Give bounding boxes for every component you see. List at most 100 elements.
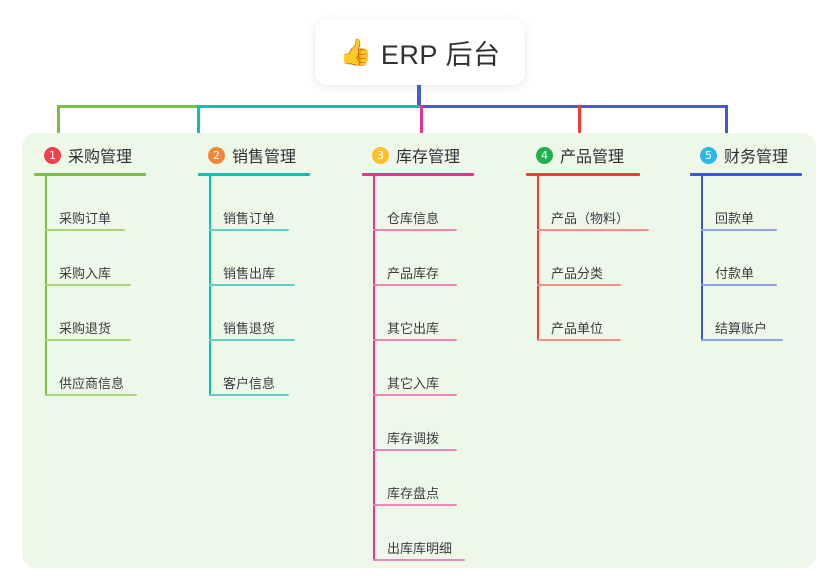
branch-item-rule xyxy=(373,559,465,561)
branch-item[interactable]: 其它入库 xyxy=(373,341,474,396)
branch-item-label: 供应商信息 xyxy=(59,376,125,391)
branch-items-finance: 回款单付款单结算账户 xyxy=(701,176,802,341)
branch-item-rule xyxy=(209,284,295,286)
branch-item-label: 产品单位 xyxy=(551,321,604,336)
branch-item[interactable]: 库存盘点 xyxy=(373,451,474,506)
branch-index-badge: 1 xyxy=(44,146,61,164)
thumbs-up-icon: 👍 xyxy=(339,37,372,67)
branch-spine xyxy=(701,176,703,341)
drop-purchase xyxy=(57,105,60,143)
branch-item[interactable]: 付款单 xyxy=(701,231,802,286)
drop-sales xyxy=(197,105,200,143)
branch-index-badge: 3 xyxy=(372,146,389,164)
drop-inventory xyxy=(420,105,423,143)
branch-items-inventory: 仓库信息产品库存其它出库其它入库库存调拨库存盘点出库库明细 xyxy=(373,176,474,561)
branch-item-label: 其它出库 xyxy=(387,321,440,336)
branch-item-rule xyxy=(373,504,457,506)
trunk-connector xyxy=(417,85,421,107)
branch-item-label: 销售出库 xyxy=(223,266,276,281)
branch-column-finance: 5 财务管理回款单付款单结算账户 xyxy=(690,142,802,341)
branch-index-badge: 2 xyxy=(208,146,225,164)
bus-green xyxy=(57,105,197,108)
branch-item[interactable]: 采购订单 xyxy=(45,176,146,231)
branch-item[interactable]: 产品单位 xyxy=(537,286,640,341)
branch-item-label: 付款单 xyxy=(715,266,755,281)
branch-item-label: 产品（物料） xyxy=(551,211,630,226)
branch-column-inventory: 3 库存管理仓库信息产品库存其它出库其它入库库存调拨库存盘点出库库明细 xyxy=(362,142,474,561)
branch-header-inventory[interactable]: 3 库存管理 xyxy=(362,142,474,168)
branch-item[interactable]: 产品库存 xyxy=(373,231,474,286)
drop-product xyxy=(578,105,581,143)
root-node-content: 👍 ERP 后台 xyxy=(340,33,501,72)
branch-items-sales: 销售订单销售出库销售退货客户信息 xyxy=(209,176,310,396)
branch-item-label: 回款单 xyxy=(715,211,755,226)
branch-spine xyxy=(373,176,375,561)
branch-item-label: 采购入库 xyxy=(59,266,112,281)
branch-item[interactable]: 采购入库 xyxy=(45,231,146,286)
branch-item-rule xyxy=(701,229,777,231)
branch-item[interactable]: 产品分类 xyxy=(537,231,640,286)
drop-finance xyxy=(725,105,728,143)
root-node-title: ERP 后台 xyxy=(380,39,501,70)
branch-item-label: 产品分类 xyxy=(551,266,604,281)
branch-item-label: 库存盘点 xyxy=(387,486,440,501)
branch-item[interactable]: 结算账户 xyxy=(701,286,802,341)
branch-item-rule xyxy=(373,449,457,451)
branch-item-rule xyxy=(45,229,125,231)
branch-item[interactable]: 销售出库 xyxy=(209,231,310,286)
branch-item-label: 销售订单 xyxy=(223,211,276,226)
branch-title: 库存管理 xyxy=(396,149,461,166)
branch-item[interactable]: 销售订单 xyxy=(209,176,310,231)
branch-item-rule xyxy=(373,284,457,286)
branch-item[interactable]: 产品（物料） xyxy=(537,176,649,231)
branch-item[interactable]: 其它出库 xyxy=(373,286,474,341)
branch-header-rule xyxy=(690,173,802,176)
branch-item-rule xyxy=(373,394,457,396)
branch-header-rule xyxy=(362,173,474,176)
branch-item-rule xyxy=(45,394,137,396)
branch-item[interactable]: 库存调拨 xyxy=(373,396,474,451)
branch-item-label: 结算账户 xyxy=(715,321,768,336)
branch-items-product: 产品（物料） 产品分类产品单位 xyxy=(537,176,649,341)
branch-header-rule xyxy=(526,173,640,176)
branch-item-rule xyxy=(701,339,783,341)
branch-item-rule xyxy=(537,339,621,341)
branch-item[interactable]: 采购退货 xyxy=(45,286,146,341)
branch-header-finance[interactable]: 5 财务管理 xyxy=(690,142,802,168)
branch-item-rule xyxy=(701,284,777,286)
branch-spine xyxy=(209,176,211,396)
bus-blue xyxy=(420,105,725,108)
branch-index-badge: 5 xyxy=(700,146,717,164)
branch-item[interactable]: 供应商信息 xyxy=(45,341,146,396)
branch-header-purchase[interactable]: 1 采购管理 xyxy=(34,142,146,168)
branch-item[interactable]: 出库库明细 xyxy=(373,506,474,561)
branch-item[interactable]: 客户信息 xyxy=(209,341,310,396)
branch-item-label: 销售退货 xyxy=(223,321,276,336)
branch-item-label: 仓库信息 xyxy=(387,211,440,226)
branch-item-rule xyxy=(45,284,131,286)
branch-item[interactable]: 回款单 xyxy=(701,176,802,231)
branch-item-rule xyxy=(209,229,289,231)
branch-title: 财务管理 xyxy=(724,149,789,166)
branch-title: 采购管理 xyxy=(68,149,133,166)
branch-item-rule xyxy=(373,339,457,341)
branch-item[interactable]: 销售退货 xyxy=(209,286,310,341)
branch-item-label: 出库库明细 xyxy=(387,541,453,556)
branch-items-purchase: 采购订单采购入库采购退货供应商信息 xyxy=(45,176,146,396)
branch-spine xyxy=(537,176,539,341)
branch-title: 产品管理 xyxy=(560,149,625,166)
root-node-card[interactable]: 👍 ERP 后台 xyxy=(315,19,525,85)
bus-teal xyxy=(197,105,420,108)
branch-column-purchase: 1 采购管理采购订单采购入库采购退货供应商信息 xyxy=(34,142,146,396)
branch-spine xyxy=(45,176,47,396)
branch-item[interactable]: 仓库信息 xyxy=(373,176,474,231)
branch-item-label: 库存调拨 xyxy=(387,431,440,446)
branch-item-rule xyxy=(209,394,289,396)
branch-item-label: 产品库存 xyxy=(387,266,440,281)
branch-item-rule xyxy=(537,284,621,286)
